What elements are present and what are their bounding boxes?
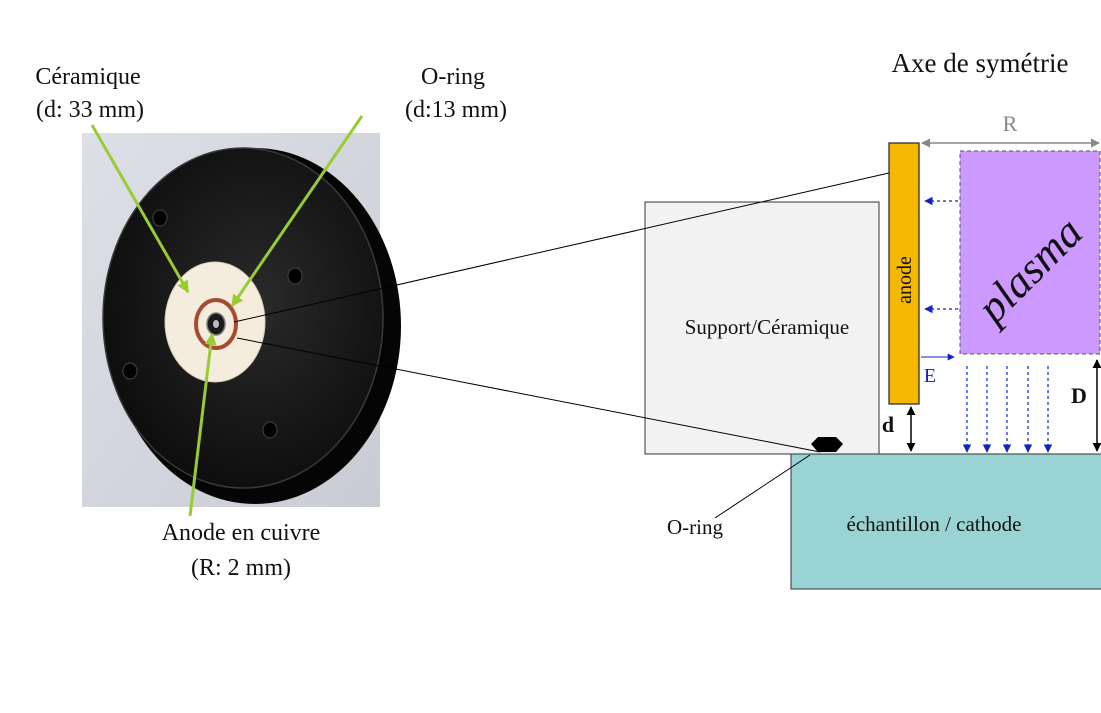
anode-photo-center bbox=[213, 320, 219, 328]
label-oring-photo: O-ring bbox=[421, 64, 485, 90]
support-block bbox=[644, 201, 880, 455]
sample-block bbox=[790, 453, 1101, 590]
e-field-label: E bbox=[924, 365, 936, 387]
oring-schematic bbox=[811, 437, 843, 452]
label-ceramique: Céramique bbox=[35, 64, 140, 90]
screw-hole-1 bbox=[152, 209, 168, 227]
support-label: Support/Céramique bbox=[685, 315, 849, 339]
pointer-ceramique bbox=[90, 124, 190, 294]
zoom-line-anode bbox=[233, 172, 890, 323]
plasma-region bbox=[959, 150, 1101, 355]
device-photo bbox=[82, 133, 401, 507]
anode-label: anode bbox=[894, 256, 916, 304]
label-ceramique-dim: (d: 33 mm) bbox=[36, 97, 144, 123]
sample-label: échantillon / cathode bbox=[847, 512, 1022, 536]
screw-hole-3 bbox=[122, 362, 138, 380]
gap-small-label: d bbox=[882, 412, 894, 437]
pointer-oring bbox=[230, 115, 364, 307]
disk-edge-highlight bbox=[102, 147, 384, 489]
radius-label: R bbox=[1003, 111, 1018, 136]
oring-schematic-label: O-ring bbox=[667, 515, 723, 539]
pointer-anode bbox=[188, 332, 217, 517]
label-oring-dim: (d:13 mm) bbox=[405, 97, 507, 123]
field-arrows-horizontal bbox=[924, 196, 958, 314]
axis-title: Axe de symétrie bbox=[892, 48, 1069, 78]
oring-photo bbox=[194, 298, 238, 350]
oring-leader bbox=[714, 454, 811, 519]
screw-hole-4 bbox=[262, 421, 278, 439]
screw-hole-2 bbox=[287, 267, 303, 285]
label-anode-photo: Anode en cuivre bbox=[162, 520, 321, 546]
field-arrows-vertical bbox=[962, 366, 1053, 453]
anode-bar bbox=[888, 142, 920, 405]
photo-pointers bbox=[90, 115, 364, 517]
label-anode-dim: (R: 2 mm) bbox=[191, 555, 291, 581]
gap-large-label: D bbox=[1071, 383, 1087, 408]
zoom-line-oring bbox=[236, 337, 821, 453]
